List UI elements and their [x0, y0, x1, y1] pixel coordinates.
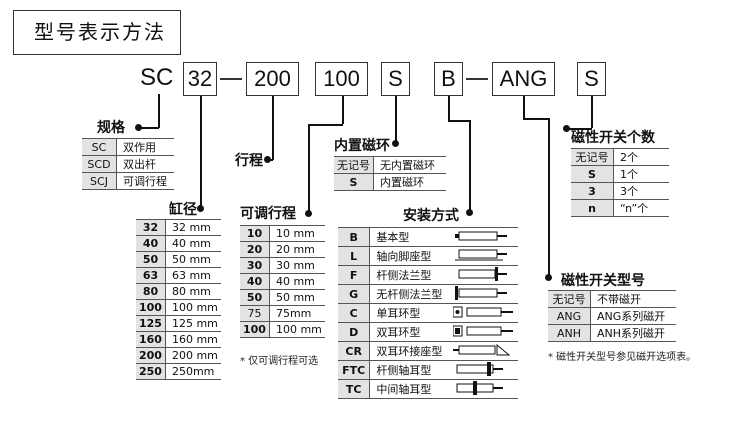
connector-line [469, 120, 471, 212]
connector-line [342, 96, 344, 124]
connector-dot [305, 210, 312, 217]
code-box-mount: B [434, 62, 463, 96]
cylinder-rod-trunnion-icon [456, 361, 503, 376]
connector-dot [197, 205, 204, 212]
code-box-switch-model: ANG [492, 62, 555, 96]
switch-count-label: 磁性开关个数 [571, 130, 655, 146]
bore-label: 缸径 [169, 202, 197, 218]
connector-line [395, 96, 397, 146]
cylinder-single-clevis-icon [452, 306, 513, 317]
connector-line [308, 124, 343, 126]
connector-line [448, 96, 450, 120]
adj-stroke-note: * 仅可调行程可选 [240, 356, 319, 367]
connector-dot [392, 140, 399, 147]
connector-line [548, 118, 550, 276]
connector-line [158, 94, 160, 128]
cylinder-foot-icon [454, 249, 507, 260]
connector-dot [135, 124, 142, 131]
connector-dot [466, 209, 473, 216]
connector-line [448, 120, 470, 122]
connector-line [591, 96, 593, 128]
connector-line [138, 127, 159, 129]
connector-line [308, 124, 310, 214]
table-row: 无记号不带磁开 [548, 290, 676, 308]
switch-model-note: * 磁性开关型号参见磁开选项表。 [548, 352, 697, 363]
code-box-magnet: S [381, 62, 410, 96]
cylinder-basic-icon [454, 231, 507, 240]
cylinder-head-flange-icon [454, 285, 507, 300]
code-dash [466, 78, 488, 80]
cylinder-double-clevis-icon [452, 325, 513, 336]
connector-line [272, 96, 274, 160]
connector-line [523, 118, 549, 120]
connector-line [523, 96, 525, 118]
cylinder-center-trunnion-icon [456, 380, 503, 395]
table-row: 无记号无内置磁环 [334, 156, 446, 174]
table-row: n“n”个 [571, 199, 669, 217]
code-prefix: SC [140, 64, 174, 91]
cylinder-rod-flange-icon [458, 266, 507, 281]
spec-label: 规格 [97, 120, 125, 136]
code-box-switch-count: S [577, 62, 606, 96]
magnet-label: 内置磁环 [334, 138, 390, 154]
stroke-label: 行程 [235, 153, 263, 169]
connector-dot [264, 156, 271, 163]
switch-model-label: 磁性开关型号 [561, 273, 645, 289]
page-title: 型号表示方法 [13, 10, 181, 55]
cylinder-clevis-bracket-icon [452, 343, 511, 355]
code-box-bore: 32 [183, 62, 217, 96]
connector-line [565, 128, 592, 130]
connector-dot [545, 274, 552, 281]
code-box-stroke: 200 [246, 62, 299, 96]
connector-line [200, 96, 202, 208]
adj-stroke-label: 可调行程 [240, 206, 296, 222]
mounting-label: 安装方式 [403, 208, 459, 224]
connector-dot [563, 125, 570, 132]
code-box-adj-stroke: 100 [315, 62, 368, 96]
code-dash [220, 78, 242, 80]
